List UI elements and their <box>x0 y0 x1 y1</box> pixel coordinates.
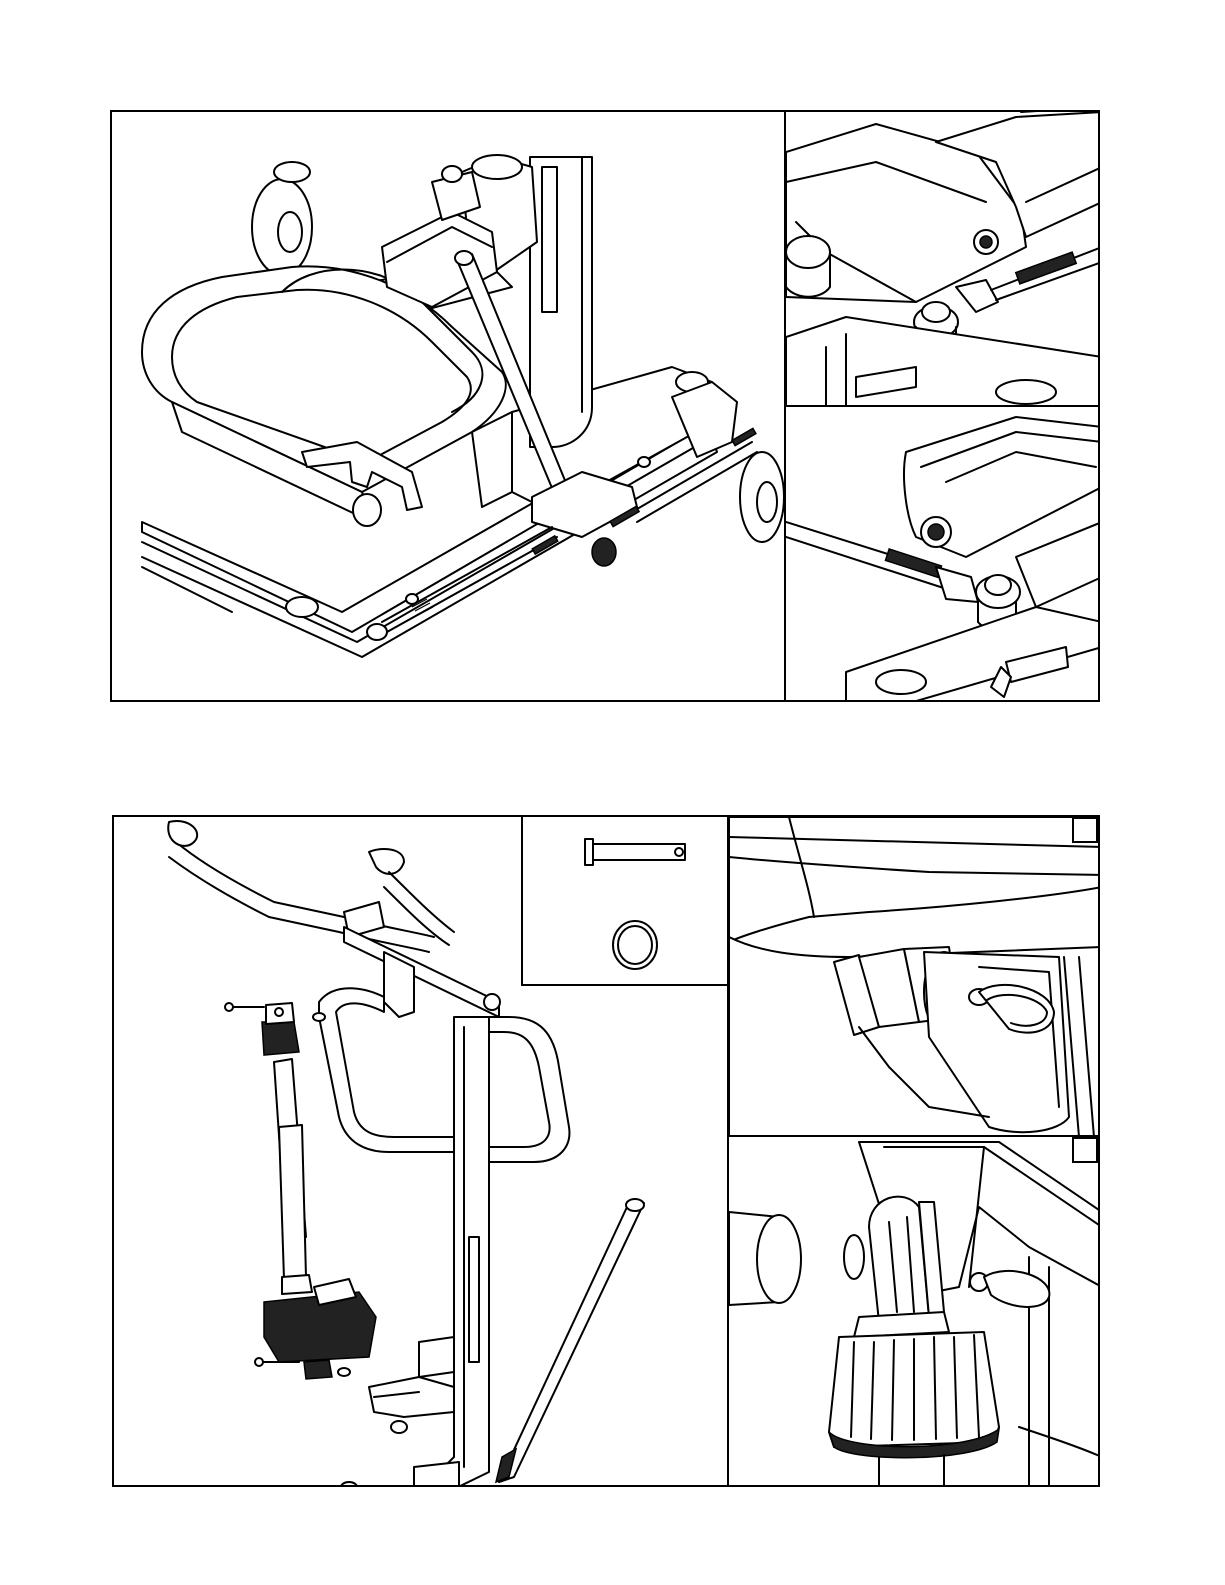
base-overview-drawing <box>112 112 786 702</box>
actuator-bottom-mount-detail-drawing <box>729 1137 1100 1487</box>
base-overview-panel <box>110 110 786 702</box>
actuator-bottom-mount-detail-panel <box>727 1135 1100 1487</box>
split-ring-icon <box>613 921 657 969</box>
detail-marker <box>1072 817 1098 843</box>
clevis-pin-icon <box>585 839 593 865</box>
detail-marker <box>1072 1137 1098 1163</box>
clevis-pin-shaft <box>593 844 685 860</box>
front-leg-pivot-detail-drawing <box>786 407 1100 702</box>
hardware-inset-drawing <box>523 817 729 986</box>
rear-leg-pivot-detail-drawing <box>786 112 1100 407</box>
hardware-inset-panel <box>521 815 729 986</box>
actuator-top-mount-detail-panel <box>727 815 1100 1137</box>
actuator-top-mount-detail-drawing <box>729 817 1100 1137</box>
front-leg-pivot-detail-panel <box>784 405 1100 702</box>
rear-leg-pivot-detail-panel <box>784 110 1100 407</box>
